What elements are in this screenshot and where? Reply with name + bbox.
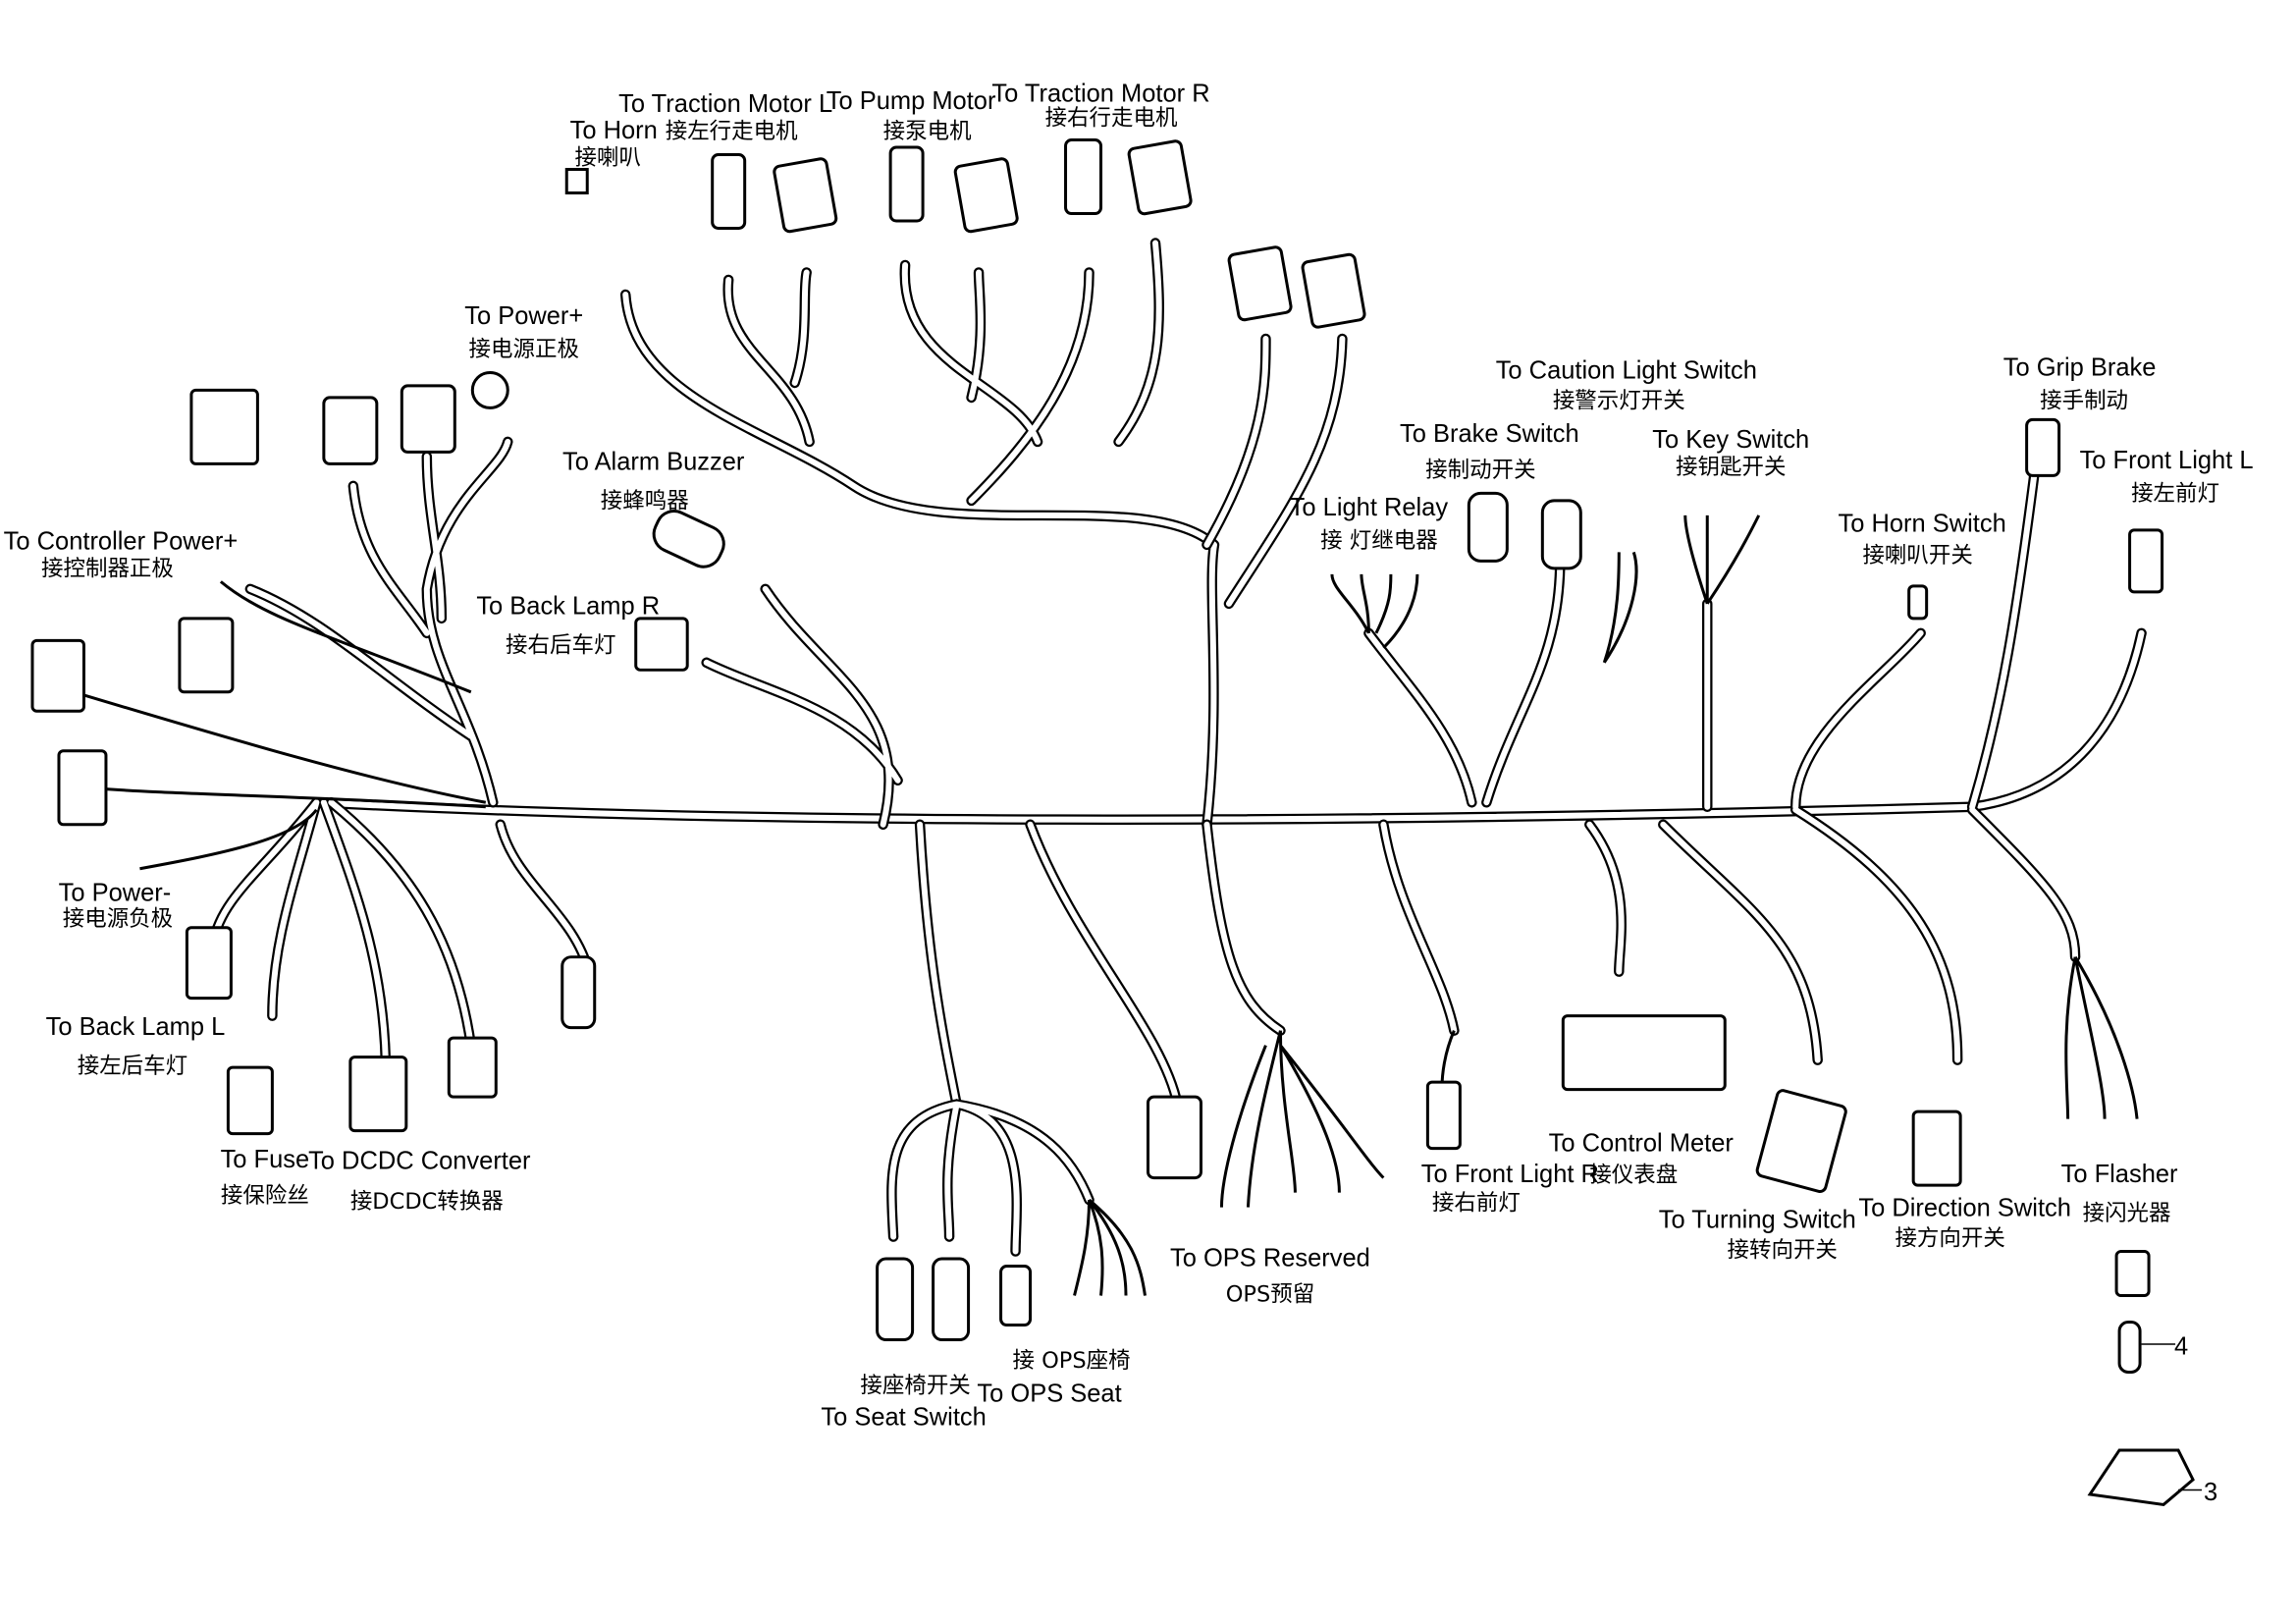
- label-alarm: To Alarm Buzzer: [562, 448, 745, 475]
- label-pump-zh: 接泵电机: [883, 119, 972, 144]
- label-front-light-r-zh: 接右前灯: [1432, 1191, 1521, 1217]
- label-ops-reserved-zh: OPS预留: [1226, 1282, 1315, 1308]
- label-light-relay: To Light Relay: [1290, 494, 1449, 521]
- label-back-lamp-l-zh: 接左后车灯: [78, 1054, 187, 1079]
- label-traction-l-zh: 接左行走电机: [666, 119, 798, 144]
- label-traction-l: To Traction Motor L: [618, 90, 832, 118]
- label-light-relay-zh: 接 灯继电器: [1320, 528, 1438, 554]
- label-control-meter-zh: 接仪表盘: [1589, 1163, 1678, 1188]
- label-flasher-zh: 接闪光器: [2083, 1201, 2171, 1226]
- label-control-meter: To Control Meter: [1549, 1130, 1735, 1158]
- label-controller-power-zh: 接控制器正极: [41, 556, 174, 581]
- label-turning-zh: 接转向开关: [1728, 1238, 1838, 1264]
- label-traction-r: To Traction Motor R: [991, 81, 1209, 108]
- callout-4: 4: [2174, 1333, 2188, 1361]
- label-power-neg-zh: 接电源负极: [63, 906, 173, 932]
- label-ops-seat-zh: 接 OPS座椅: [1012, 1348, 1130, 1374]
- label-key-switch-zh: 接钥匙开关: [1676, 455, 1786, 480]
- label-power-pos: To Power+: [464, 302, 583, 330]
- label-back-lamp-r-zh: 接右后车灯: [506, 632, 615, 658]
- label-ops-seat: To OPS Seat: [977, 1380, 1121, 1407]
- label-front-light-r: To Front Light R: [1421, 1161, 1599, 1188]
- label-seat-switch: To Seat Switch: [821, 1403, 986, 1431]
- label-traction-r-zh: 接右行走电机: [1045, 106, 1178, 132]
- label-ops-reserved: To OPS Reserved: [1170, 1245, 1370, 1272]
- label-fuse-zh: 接保险丝: [221, 1183, 309, 1209]
- label-front-light-l-zh: 接左前灯: [2131, 481, 2219, 507]
- harness-cables: [73, 238, 2147, 1296]
- label-direction: To Direction Switch: [1858, 1195, 2071, 1222]
- label-front-light-l: To Front Light L: [2080, 447, 2254, 474]
- label-grip-brake: To Grip Brake: [2003, 353, 2157, 381]
- label-horn-zh: 接喇叭: [575, 145, 641, 171]
- label-key-switch: To Key Switch: [1652, 426, 1809, 454]
- label-caution-zh: 接警示灯开关: [1553, 388, 1685, 413]
- label-horn: To Horn: [570, 117, 658, 144]
- label-power-neg: To Power-: [59, 880, 172, 907]
- label-alarm-zh: 接蜂鸣器: [601, 488, 689, 514]
- label-fuse: To Fuse: [221, 1146, 310, 1173]
- label-back-lamp-r: To Back Lamp R: [476, 592, 660, 620]
- label-pump: To Pump Motor: [827, 87, 996, 115]
- label-dcdc-zh: 接DCDC转换器: [350, 1189, 504, 1215]
- label-flasher: To Flasher: [2061, 1161, 2178, 1188]
- callout-3: 3: [2204, 1479, 2217, 1506]
- label-back-lamp-l: To Back Lamp L: [46, 1013, 226, 1041]
- label-brake-switch: To Brake Switch: [1400, 420, 1579, 448]
- label-turning: To Turning Switch: [1659, 1207, 1856, 1234]
- label-caution: To Caution Light Switch: [1496, 356, 1757, 384]
- label-controller-power: To Controller Power+: [4, 527, 239, 555]
- connectors: [30, 138, 2203, 1507]
- label-direction-zh: 接方向开关: [1895, 1226, 2004, 1252]
- label-horn-switch-zh: 接喇叭开关: [1862, 543, 1972, 568]
- label-dcdc: To DCDC Converter: [308, 1148, 531, 1175]
- label-grip-brake-zh: 接手制动: [2040, 388, 2128, 413]
- label-brake-switch-zh: 接制动开关: [1425, 458, 1535, 483]
- label-power-pos-zh: 接电源正极: [469, 337, 579, 362]
- label-horn-switch: To Horn Switch: [1839, 510, 2006, 537]
- labels: To Horn 接喇叭 To Traction Motor L 接左行走电机 T…: [4, 81, 2254, 1506]
- label-seat-switch-zh: 接座椅开关: [860, 1373, 970, 1398]
